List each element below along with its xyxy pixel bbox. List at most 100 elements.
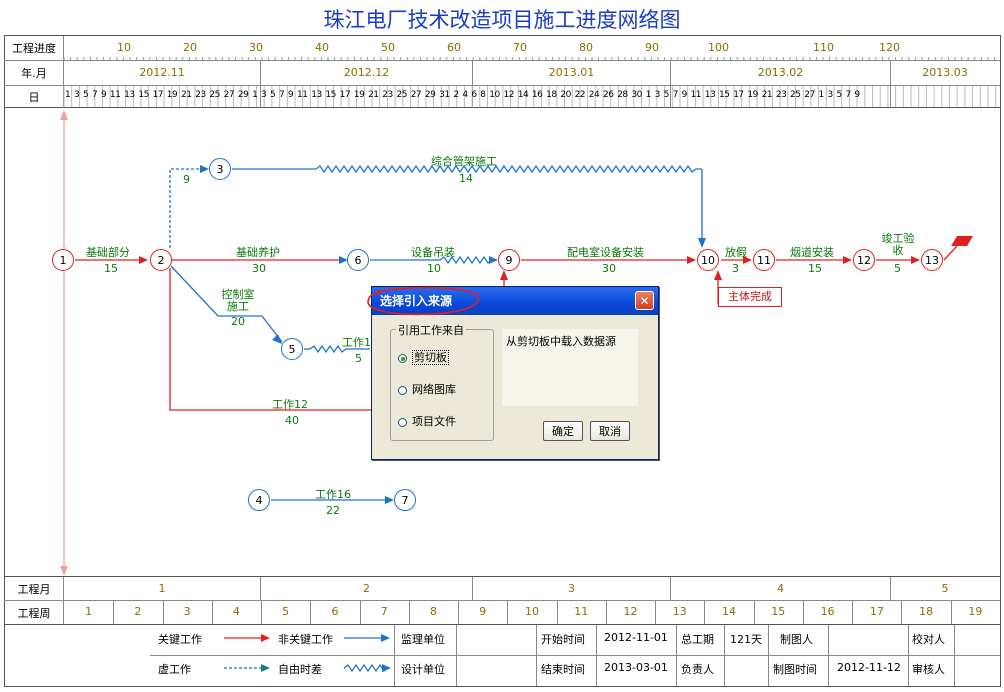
progress-tick: 110 xyxy=(813,41,834,54)
progress-tick: 100 xyxy=(708,41,729,54)
owner-label: 负责人 xyxy=(681,663,714,676)
progress-tick: 20 xyxy=(183,41,197,54)
project-week: 3 xyxy=(183,605,191,618)
dialog-titlebar[interactable]: 选择引入来源 ✕ xyxy=(372,287,658,315)
project-week: 12 xyxy=(623,605,638,618)
node-12[interactable]: 12 xyxy=(853,249,875,271)
cancel-button[interactable]: 取消 xyxy=(590,421,630,441)
project-week: 9 xyxy=(479,605,487,618)
progress-tick: 60 xyxy=(447,41,461,54)
task-duration: 9 xyxy=(183,173,190,186)
row-label-year-month: 年.月 xyxy=(21,67,47,80)
task-duration: 5 xyxy=(894,262,901,275)
legend-free-float-label: 自由时差 xyxy=(278,663,322,676)
progress-tick: 120 xyxy=(879,41,900,54)
legend-critical-arrow xyxy=(261,634,270,642)
project-week: 5 xyxy=(282,605,290,618)
node-11[interactable]: 11 xyxy=(753,249,775,271)
node-9[interactable]: 9 xyxy=(498,249,520,271)
progress-tick: 70 xyxy=(513,41,527,54)
node-10[interactable]: 10 xyxy=(697,249,719,271)
node-4[interactable]: 4 xyxy=(248,489,270,511)
progress-tick: 30 xyxy=(249,41,263,54)
task-name[interactable]: 竣工验收 xyxy=(881,232,915,257)
project-week: 4 xyxy=(232,605,240,618)
project-month: 4 xyxy=(777,582,784,595)
task-name[interactable]: 综合管架施工 xyxy=(431,155,497,168)
project-week: 16 xyxy=(820,605,835,618)
project-week: 1 xyxy=(85,605,93,618)
task-name[interactable]: 放假 xyxy=(725,246,747,259)
month-label: 2012.12 xyxy=(343,66,390,79)
task-name[interactable]: 工作1 xyxy=(342,336,371,349)
project-week: 11 xyxy=(574,605,589,618)
project-week: 19 xyxy=(968,605,983,618)
progress-tick: 10 xyxy=(117,41,131,54)
node-13[interactable]: 13 xyxy=(921,249,943,271)
month-label: 2013.02 xyxy=(757,66,804,79)
task-name[interactable]: 工作16 xyxy=(315,488,351,501)
node-2[interactable]: 2 xyxy=(150,249,172,271)
task-name[interactable]: 工作12 xyxy=(272,398,308,411)
designer-label: 设计单位 xyxy=(401,663,445,676)
month-label: 2013.03 xyxy=(922,66,968,79)
source-description: 从剪切板中载入数据源 xyxy=(502,329,638,406)
project-week: 10 xyxy=(524,605,539,618)
milestone-callout[interactable]: 主体完成 xyxy=(718,287,782,307)
project-week: 2 xyxy=(134,605,142,618)
project-month: 1 xyxy=(158,582,166,595)
node-1[interactable]: 1 xyxy=(52,249,74,271)
node-6[interactable]: 6 xyxy=(347,249,369,271)
row-label-progress: 工程进度 xyxy=(12,42,56,55)
project-week: 15 xyxy=(771,605,786,618)
legend-critical-label: 关键工作 xyxy=(158,633,202,646)
task-name[interactable]: 控制室施工 xyxy=(221,288,255,313)
task-name[interactable]: 烟道安装 xyxy=(790,246,834,259)
node-7[interactable]: 7 xyxy=(394,489,416,511)
close-icon[interactable]: ✕ xyxy=(635,291,654,310)
legend-noncritical-arrow xyxy=(381,634,390,642)
task-name[interactable]: 设备吊装 xyxy=(411,246,455,259)
task-name[interactable]: 基础部分 xyxy=(86,246,130,259)
legend-free-float-arrow xyxy=(382,664,391,672)
task-duration: 3 xyxy=(732,262,739,275)
row-label-month: 工程月 xyxy=(17,583,51,596)
project-month: 2 xyxy=(363,582,370,595)
task-duration: 30 xyxy=(252,262,266,275)
row-label-week: 工程周 xyxy=(17,607,51,620)
page-title: 珠江电厂技术改造项目施工进度网络图 xyxy=(323,8,681,32)
task-duration: 30 xyxy=(602,262,616,275)
project-week: 6 xyxy=(331,605,339,618)
project-week: 17 xyxy=(869,605,884,618)
task-duration: 10 xyxy=(427,262,441,275)
progress-tick: 80 xyxy=(579,41,593,54)
task-duration: 5 xyxy=(355,352,362,365)
select-source-dialog: 选择引入来源 ✕ 引用工作来自 剪切板 网络图库 项目文件 从剪切板中载入数据源… xyxy=(371,286,659,460)
legend-dummy-label: 虚工作 xyxy=(158,663,191,676)
source-group-title: 引用工作来自 xyxy=(396,322,466,338)
draw-time-label: 制图时间 xyxy=(773,663,817,676)
task-name[interactable]: 配电室设备安装 xyxy=(567,246,644,259)
task-duration: 15 xyxy=(808,262,822,275)
progress-tick: 90 xyxy=(645,41,659,54)
end-time-value: 2013-03-01 xyxy=(604,661,668,674)
node-3[interactable]: 3 xyxy=(209,158,231,180)
radio-project-file[interactable]: 项目文件 xyxy=(398,413,456,429)
dialog-title: 选择引入来源 xyxy=(380,294,453,308)
progress-tick: 50 xyxy=(381,41,395,54)
project-month: 3 xyxy=(568,582,575,595)
legend-noncritical-label: 非关键工作 xyxy=(278,633,333,646)
ok-button[interactable]: 确定 xyxy=(543,421,583,441)
supervisor-label: 监理单位 xyxy=(401,633,445,646)
node-5[interactable]: 5 xyxy=(281,338,303,360)
drawer-label: 制图人 xyxy=(780,633,813,646)
task-name[interactable]: 基础养护 xyxy=(236,246,280,259)
month-label: 2013.01 xyxy=(548,66,595,79)
month-label: 2012.11 xyxy=(139,66,185,79)
radio-network-library[interactable]: 网络图库 xyxy=(398,381,456,397)
reviewer-label: 审核人 xyxy=(912,663,945,676)
task-duration: 15 xyxy=(104,262,118,275)
project-week: 8 xyxy=(429,605,437,618)
radio-clipboard[interactable]: 剪切板 xyxy=(398,349,449,365)
project-week: 7 xyxy=(380,605,388,618)
